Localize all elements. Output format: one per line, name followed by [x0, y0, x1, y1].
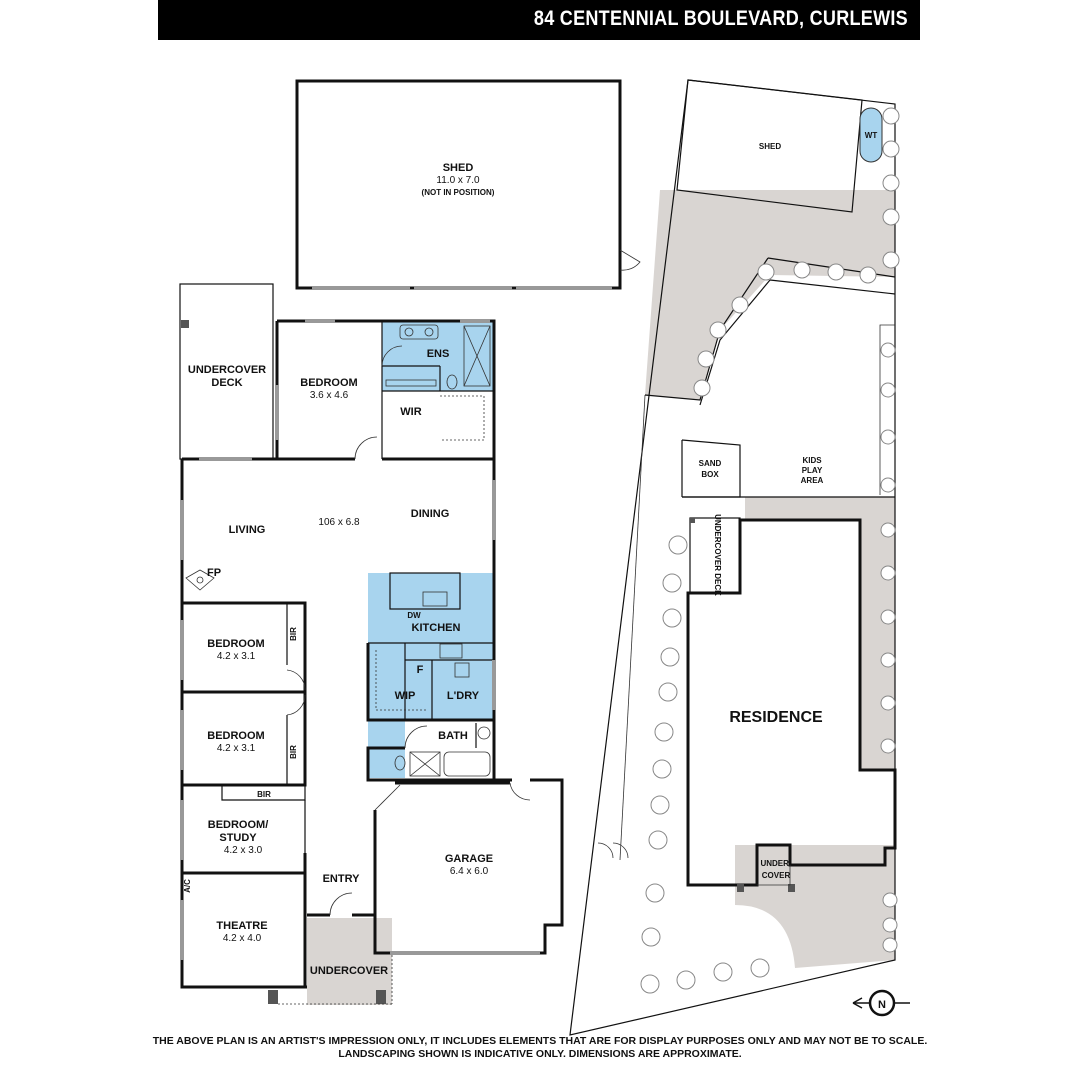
undercover-deck-line2: DECK	[211, 377, 242, 389]
bir2-label: BIR	[289, 745, 298, 759]
dishwasher-label: DW	[407, 611, 421, 620]
bedrooms-left: BEDROOM 4.2 x 3.1 BIR BEDROOM 4.2 x 3.1 …	[180, 601, 307, 987]
study-line2: STUDY	[219, 832, 257, 844]
disclaimer: THE ABOVE PLAN IS AN ARTIST'S IMPRESSION…	[140, 1035, 940, 1061]
kitchen-block: DW KITCHEN F WIP L'DRY	[366, 572, 496, 722]
master-bedroom-dims: 3.6 x 4.6	[310, 390, 349, 401]
undercover-deck: UNDERCOVER DECK	[179, 283, 274, 460]
bir3-label: BIR	[257, 790, 271, 799]
wc-wet-area	[368, 748, 405, 778]
study-line1: BEDROOM/	[208, 819, 269, 831]
bath-block: BATH	[366, 718, 496, 782]
living-label: LIVING	[229, 524, 266, 536]
title-bar: 84 CENTENNIAL BOULEVARD, CURLEWIS	[158, 0, 920, 40]
north-label: N	[878, 999, 886, 1011]
ac-label: A/C	[183, 879, 192, 893]
sandbox-line1: SAND	[699, 459, 722, 468]
living-dims: 106 x 6.8	[318, 517, 360, 528]
site-undercover-line1: UNDER-	[760, 859, 791, 868]
ensuite-label: ENS	[427, 348, 450, 360]
disclaimer-line1: THE ABOVE PLAN IS AN ARTIST'S IMPRESSION…	[152, 1035, 928, 1047]
wip-label: WIP	[395, 690, 416, 702]
laundry-label: L'DRY	[447, 690, 480, 702]
shed-label: SHED	[443, 162, 474, 174]
fireplace-label: FP	[207, 567, 221, 579]
shed-note: (NOT IN POSITION)	[422, 188, 495, 197]
bedroom3-dims: 4.2 x 3.1	[217, 743, 256, 754]
bedroom2-dims: 4.2 x 3.1	[217, 651, 256, 662]
north-arrow: N	[852, 989, 910, 1017]
theatre-dims: 4.2 x 4.0	[223, 933, 262, 944]
kitchen-laundry-wet-area	[368, 573, 494, 752]
property-address: 84 CENTENNIAL BOULEVARD, CURLEWIS	[533, 7, 908, 30]
bedroom2-label: BEDROOM	[207, 638, 264, 650]
garage-label: GARAGE	[445, 853, 493, 865]
kids-play-line1: KIDS	[802, 456, 822, 465]
kids-play-line2: PLAY	[802, 466, 823, 475]
disclaimer-line2: LANDSCAPING SHOWN IS INDICATIVE ONLY. DI…	[338, 1048, 742, 1060]
sandbox-line2: BOX	[701, 470, 719, 479]
residence-label: RESIDENCE	[729, 709, 823, 726]
main-body: LIVING 106 x 6.8 DINING FP	[180, 457, 496, 989]
garage-dims: 6.4 x 6.0	[450, 866, 489, 877]
shed-dims: 11.0 x 7.0	[436, 175, 480, 186]
shed-main: SHED 11.0 x 7.0 (NOT IN POSITION)	[295, 79, 641, 290]
master-bedroom-label: BEDROOM	[300, 377, 357, 389]
wir-label: WIR	[400, 406, 421, 418]
undercover-deck-line1: UNDERCOVER	[188, 364, 266, 376]
bath-label: BATH	[438, 730, 468, 742]
kitchen-label: KITCHEN	[412, 622, 461, 634]
undercover-front-label: UNDERCOVER	[310, 965, 388, 977]
site-deck-label: UNDERCOVER DECK	[713, 514, 722, 596]
water-tank-label: WT	[865, 131, 878, 140]
garage-block: GARAGE 6.4 x 6.0	[373, 778, 564, 955]
site-plan: SHED WT SAND BOX KIDS PLAY AREA UNDERCOV…	[569, 79, 900, 1036]
theatre-label: THEATRE	[216, 920, 267, 932]
site-shed-label: SHED	[759, 142, 781, 151]
fridge-label: F	[417, 664, 424, 676]
site-undercover-line2: COVER	[762, 871, 791, 880]
study-dims: 4.2 x 3.0	[224, 845, 263, 856]
bedroom3-label: BEDROOM	[207, 730, 264, 742]
dining-label: DINING	[411, 508, 450, 520]
kids-play-line3: AREA	[801, 476, 824, 485]
entry-block: ENTRY UNDERCOVER	[268, 873, 393, 1005]
bir1-label: BIR	[289, 627, 298, 641]
entry-label: ENTRY	[323, 873, 361, 885]
